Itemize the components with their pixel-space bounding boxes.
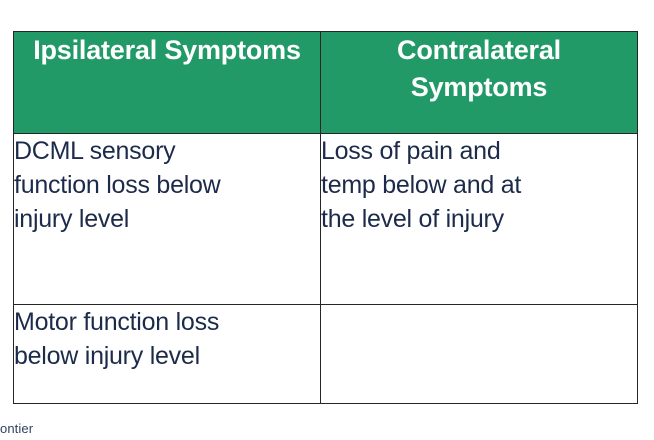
- column-header-ipsilateral: Ipsilateral Symptoms: [13, 31, 321, 134]
- table-cell-contralateral-empty: [320, 304, 638, 404]
- table-cell-text: Loss of pain and temp below and at the l…: [321, 137, 522, 233]
- table-cell-text: DCML sensory function loss below injury …: [14, 137, 221, 233]
- column-header-contralateral: Contralateral Symptoms: [320, 31, 638, 134]
- table-body: DCML sensory function loss below injury …: [13, 132, 638, 404]
- table-cell-text: Motor function loss below injury level: [14, 308, 220, 371]
- table-cell-ipsilateral-sensory: DCML sensory function loss below injury …: [13, 132, 321, 306]
- table-cell-ipsilateral-motor: Motor function loss below injury level: [13, 304, 321, 404]
- table-cell-contralateral-pain-temp: Loss of pain and temp below and at the l…: [320, 132, 638, 306]
- symptom-comparison-table: Ipsilateral Symptoms Contralateral Sympt…: [13, 31, 638, 404]
- footer-text-fragment: ontier: [0, 421, 34, 436]
- column-header-contralateral-label: Contralateral Symptoms: [397, 35, 561, 103]
- table-row: DCML sensory function loss below injury …: [13, 132, 638, 306]
- column-header-ipsilateral-label: Ipsilateral Symptoms: [33, 35, 301, 65]
- table-header: Ipsilateral Symptoms Contralateral Sympt…: [13, 31, 638, 134]
- table-row: Motor function loss below injury level: [13, 304, 638, 404]
- table-header-row: Ipsilateral Symptoms Contralateral Sympt…: [13, 31, 638, 134]
